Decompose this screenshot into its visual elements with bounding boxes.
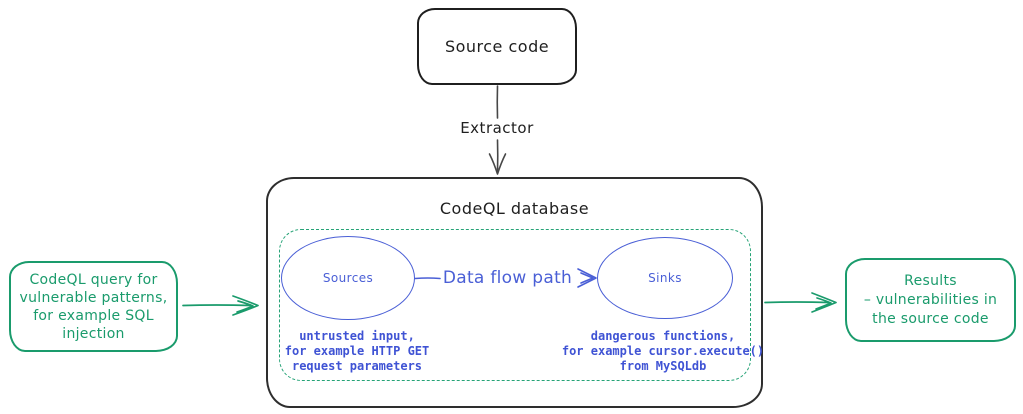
sinks-ellipse: Sinks: [597, 237, 733, 319]
extractor-label: Extractor: [460, 119, 534, 137]
sinks-label: Sinks: [648, 271, 682, 285]
analysis-dashed-region: [279, 229, 751, 381]
database-title: CodeQL database: [439, 199, 590, 218]
data-flow-arrow: Data flow path: [414, 263, 598, 293]
right-chevron-icon: [577, 268, 597, 288]
results-box: Results – vulnerabilities in the source …: [845, 258, 1016, 342]
sinks-note: dangerous functions, for example cursor.…: [561, 329, 765, 373]
source-code-label: Source code: [444, 37, 550, 56]
sources-ellipse: Sources: [281, 236, 415, 320]
query-arrow-icon: [182, 295, 259, 316]
codeql-query-box: CodeQL query for vulnerable patterns, fo…: [9, 261, 178, 352]
down-arrow-icon: [488, 85, 507, 175]
results-arrow-icon: [764, 292, 837, 313]
data-flow-label: Data flow path: [442, 268, 573, 288]
source-code-box: Source code: [417, 8, 577, 85]
sources-label: Sources: [322, 271, 374, 285]
sources-note: untrusted input, for example HTTP GET re…: [284, 329, 430, 373]
line-segment: [414, 277, 441, 280]
